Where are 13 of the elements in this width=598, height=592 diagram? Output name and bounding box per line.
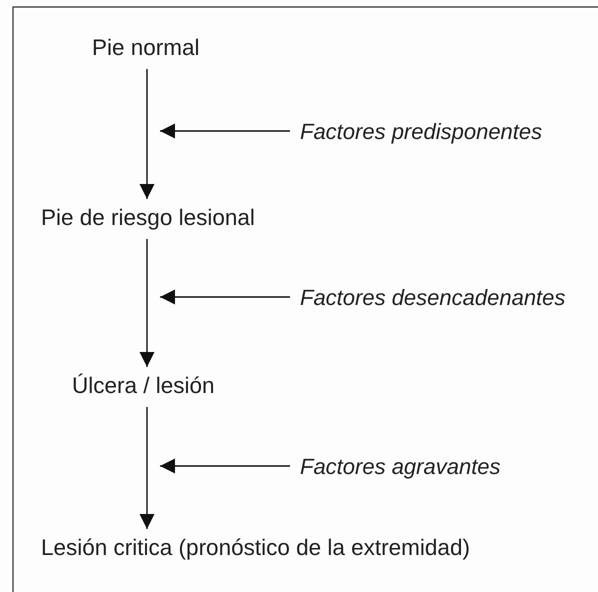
arrow bbox=[140, 69, 154, 199]
stage-label: Pie normal bbox=[92, 35, 200, 61]
factor-label: Factores predisponentes bbox=[300, 119, 542, 145]
arrow bbox=[160, 458, 290, 474]
factor-label: Factores desencadenantes bbox=[300, 285, 566, 311]
factor-label: Factores agravantes bbox=[300, 454, 501, 480]
arrow bbox=[160, 290, 290, 304]
arrow bbox=[140, 239, 154, 367]
arrow bbox=[140, 407, 154, 529]
arrow bbox=[160, 124, 290, 138]
stage-label: Pie de riesgo lesional bbox=[41, 205, 255, 231]
stage-label: Lesión critica (pronóstico de la extremidad) bbox=[41, 535, 470, 561]
stage-label: Úlcera / lesión bbox=[72, 373, 215, 399]
